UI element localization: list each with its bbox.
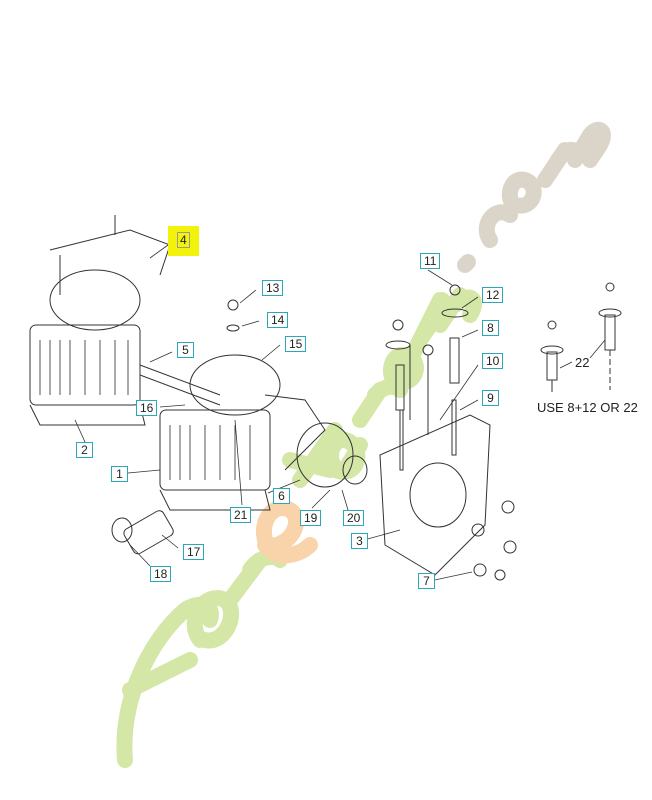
callout-4-highlighted[interactable]: 4 <box>168 226 199 256</box>
callout-18[interactable]: 18 <box>150 566 172 582</box>
callout-19[interactable]: 19 <box>300 510 322 526</box>
callout-17[interactable]: 17 <box>183 544 205 560</box>
callout-8[interactable]: 8 <box>482 320 499 336</box>
callout-13[interactable]: 13 <box>262 280 284 296</box>
callout-label: 4 <box>177 232 190 248</box>
callout-15[interactable]: 15 <box>285 336 307 352</box>
callout-6[interactable]: 6 <box>273 488 290 504</box>
callout-9[interactable]: 9 <box>482 390 499 406</box>
callout-7[interactable]: 7 <box>418 573 435 589</box>
label-22: 22 <box>575 355 590 370</box>
callout-16[interactable]: 16 <box>136 400 158 416</box>
callout-21[interactable]: 21 <box>230 507 252 523</box>
callout-3[interactable]: 3 <box>351 533 368 549</box>
callout-10[interactable]: 10 <box>482 353 504 369</box>
callout-12[interactable]: 12 <box>482 287 504 303</box>
right-transaxle <box>159 409 271 491</box>
callout-1[interactable]: 1 <box>111 466 128 482</box>
callout-5[interactable]: 5 <box>177 342 194 358</box>
watermark-logo <box>116 121 611 768</box>
callout-20[interactable]: 20 <box>343 510 365 526</box>
callout-11[interactable]: 11 <box>420 253 441 269</box>
usage-note: USE 8+12 OR 22 <box>537 400 638 415</box>
callout-2[interactable]: 2 <box>76 442 93 458</box>
callout-14[interactable]: 14 <box>267 312 289 328</box>
